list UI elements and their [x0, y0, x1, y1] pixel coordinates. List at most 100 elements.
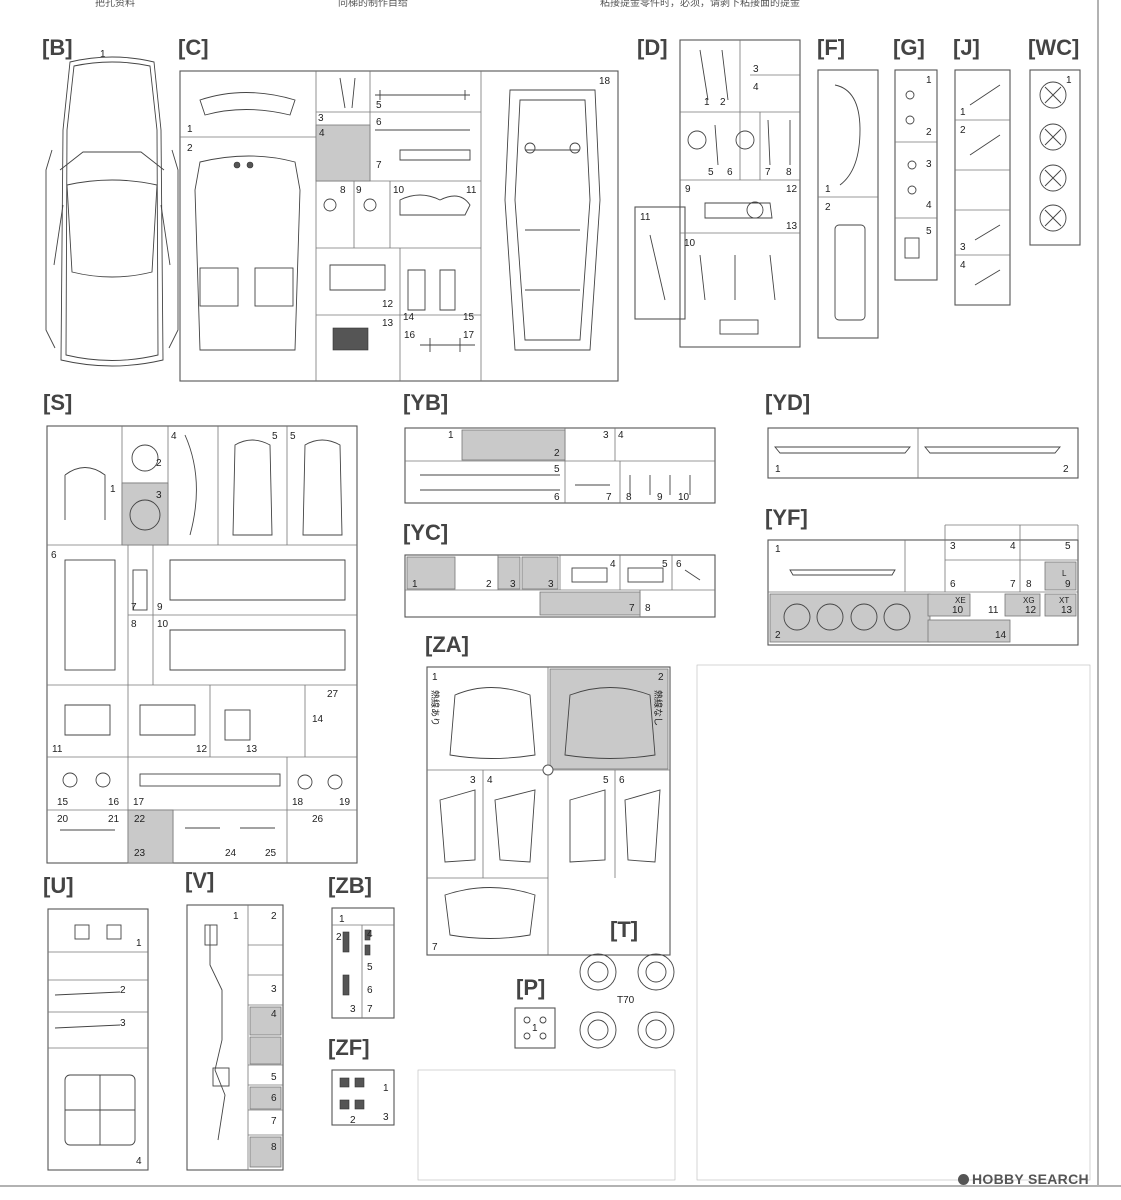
part-number: 2 [658, 672, 664, 683]
part-number: 2 [825, 202, 831, 213]
part-number: 1 [960, 107, 966, 118]
runner-t: [T] T70 [579, 917, 675, 1049]
runner-za: [ZA] 1 2 3 4 5 6 7 熱線あり 熱線なし [425, 632, 671, 956]
part-number: 9 [1065, 579, 1071, 590]
part-number: 9 [356, 185, 362, 196]
part-number: 6 [950, 579, 956, 590]
runner-b: [B] 1 [42, 35, 179, 367]
wheel-cover-4 [1039, 204, 1067, 232]
part-number: 8 [1026, 579, 1032, 590]
watermark-text: HOBBY SEARCH [972, 1171, 1089, 1187]
part-number: 18 [599, 76, 611, 87]
part-number: 1 [926, 75, 932, 86]
runner-g-label: [G] [893, 35, 925, 60]
runner-s: [S] 1 [43, 390, 358, 864]
part-number: 1 [383, 1083, 389, 1094]
runner-u: [U] 1 2 3 4 [43, 873, 149, 1171]
part-number: 7 [367, 1004, 373, 1015]
tire-part-code: T70 [617, 995, 635, 1006]
runner-p-label: [P] [516, 975, 545, 1000]
header-note-1: 把孔资料 [95, 0, 135, 9]
runner-f-label: [F] [817, 35, 845, 60]
part-number: 2 [271, 911, 277, 922]
part-number: 6 [367, 985, 373, 996]
runner-yc: [YC] 1 2 3 3 4 5 6 7 8 [403, 520, 716, 618]
part-number: 8 [340, 185, 346, 196]
part-number: 4 [319, 128, 325, 139]
part-number: 1 [412, 579, 418, 590]
runner-wc: [WC] 1 [1028, 35, 1081, 246]
part-number: 10 [393, 185, 405, 196]
part-number: 12 [1025, 605, 1037, 616]
part-number: 1 [110, 484, 116, 495]
part-number: 8 [626, 492, 632, 503]
part-number: 3 [603, 430, 609, 441]
runner-d: [D] 1 2 3 4 5 6 7 8 9 10 11 12 13 [634, 35, 801, 348]
runner-u-label: [U] [43, 873, 74, 898]
runner-yd-label: [YD] [765, 390, 810, 415]
part-number: 7 [376, 160, 382, 171]
part-number: 2 [120, 985, 126, 996]
runner-f: [F] 1 2 [817, 35, 879, 339]
runner-b-label: [B] [42, 35, 73, 60]
part-number: 3 [318, 113, 324, 124]
part-number: 3 [271, 984, 277, 995]
part-number: 2 [775, 630, 781, 641]
part-number: 5 [271, 1072, 277, 1083]
runner-v: [V] 1 2 3 4 5 6 7 8 [185, 868, 284, 1171]
runner-j-frame [954, 69, 1011, 306]
part-number: 12 [382, 299, 394, 310]
part-number: 4 [960, 260, 966, 271]
header-note-3: 粘接提金零件时，必须，请剥下粘接面的提金 [600, 0, 800, 9]
part-number: 8 [786, 167, 792, 178]
part-number: 3 [120, 1018, 126, 1029]
part-number: 6 [376, 117, 382, 128]
part-number: 13 [382, 318, 394, 329]
runner-g-frame [894, 69, 938, 281]
part-number: 6 [676, 559, 682, 570]
marking-xg: XG [1023, 596, 1035, 605]
part-number: 3 [753, 64, 759, 75]
wheel-cover-3 [1039, 164, 1067, 192]
part-number: 5 [1065, 541, 1071, 552]
part-number: 5 [367, 962, 373, 973]
part-number: 9 [657, 492, 663, 503]
marking-l: L [1062, 569, 1067, 578]
part-number: 12 [786, 184, 798, 195]
runner-yf-label: [YF] [765, 505, 808, 530]
part-number: 17 [463, 330, 475, 341]
part-number: 5 [554, 464, 560, 475]
part-number: 10 [684, 238, 696, 249]
runner-zb: [ZB] 1 2 3 4 5 6 7 [328, 873, 395, 1019]
part-number: 7 [606, 492, 612, 503]
runner-zb-frame [331, 907, 395, 1019]
runner-p: [P] 1 [514, 975, 556, 1049]
part-number: 4 [136, 1156, 142, 1167]
part-number: 13 [1061, 605, 1073, 616]
part-number: 4 [610, 559, 616, 570]
header-note-2: 同梯的制作目给 [338, 0, 408, 9]
part-number: 1 [704, 97, 710, 108]
part-number: 11 [466, 185, 477, 196]
runner-j: [J] 1 2 3 4 [953, 35, 1011, 306]
part-number: 1 [775, 544, 781, 555]
part-number: 22 [134, 814, 146, 825]
tire-3 [579, 1011, 617, 1049]
part-number: 11 [52, 744, 63, 755]
part-number: 5 [926, 226, 932, 237]
part-number: 4 [618, 430, 624, 441]
runner-wc-frame [1029, 69, 1081, 246]
part-number: 2 [486, 579, 492, 590]
tire-2 [637, 953, 675, 991]
part-number: 27 [327, 689, 339, 700]
part-number: 1 [187, 124, 193, 135]
part-number: 19 [339, 797, 351, 808]
runner-zb-label: [ZB] [328, 873, 372, 898]
part-number: 5 [708, 167, 714, 178]
part-number: 7 [1010, 579, 1016, 590]
runner-v-label: [V] [185, 868, 214, 893]
part-number: 4 [271, 1009, 277, 1020]
part-number: 1 [233, 911, 239, 922]
part-number: 6 [51, 550, 57, 561]
runner-yf-frame [767, 539, 1079, 646]
